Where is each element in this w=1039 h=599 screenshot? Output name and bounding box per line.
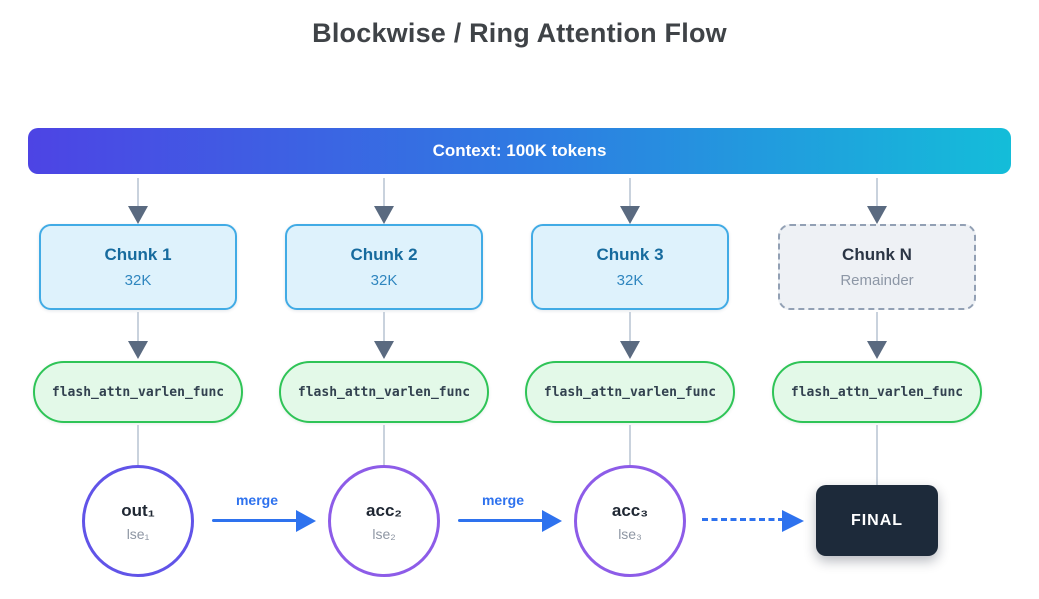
output-node-out1: out₁ lse₁ (82, 465, 194, 577)
kernel-node: flash_attn_varlen_func (772, 361, 982, 423)
connector-line (876, 178, 878, 207)
chunk-subtitle: 32K (616, 272, 644, 289)
column-chunk-2: Chunk 2 32K flash_attn_varlen_func acc₂ … (279, 178, 489, 598)
context-bar: Context: 100K tokens (28, 128, 1011, 174)
arrow-line (458, 519, 544, 522)
connector-line (629, 425, 631, 465)
connector-line (383, 178, 385, 207)
output-title: acc₃ (611, 500, 649, 520)
connector-line (137, 178, 139, 207)
column-chunk-3: Chunk 3 32K flash_attn_varlen_func acc₃ … (525, 178, 735, 598)
chunk-n-node: Chunk N Remainder (778, 224, 976, 310)
arrow-down-icon (128, 206, 148, 224)
connector-line (383, 425, 385, 465)
output-subtitle: lse₂ (372, 525, 396, 542)
chunk-subtitle: Remainder (840, 272, 914, 289)
arrow-down-icon (374, 341, 394, 359)
final-label: FINAL (850, 511, 904, 529)
chunk-subtitle: 32K (124, 272, 152, 289)
arrow-right-icon (782, 510, 804, 532)
arrow-down-icon (620, 206, 640, 224)
chunk-1-node: Chunk 1 32K (39, 224, 237, 310)
merge-label: merge (235, 492, 279, 508)
chunk-title: Chunk N (842, 245, 912, 264)
connector-line (876, 425, 878, 485)
connector-line (383, 312, 385, 342)
dashed-arrow-line (702, 518, 784, 521)
arrow-down-icon (867, 341, 887, 359)
merge-label: merge (481, 492, 525, 508)
kernel-label: flash_attn_varlen_func (51, 384, 225, 400)
kernel-label: flash_attn_varlen_func (297, 384, 471, 400)
arrow-down-icon (620, 341, 640, 359)
kernel-label: flash_attn_varlen_func (543, 384, 717, 400)
output-subtitle: lse₃ (618, 525, 642, 542)
context-bar-label: Context: 100K tokens (432, 141, 607, 160)
final-node: FINAL (816, 485, 938, 556)
arrow-line (212, 519, 298, 522)
output-node-acc3: acc₃ lse₃ (574, 465, 686, 577)
connector-line (629, 178, 631, 207)
output-title: out₁ (121, 500, 155, 520)
connector-line (137, 425, 139, 465)
kernel-node: flash_attn_varlen_func (279, 361, 489, 423)
kernel-node: flash_attn_varlen_func (33, 361, 243, 423)
column-chunk-n: Chunk N Remainder flash_attn_varlen_func… (772, 178, 982, 598)
kernel-node: flash_attn_varlen_func (525, 361, 735, 423)
column-chunk-1: Chunk 1 32K flash_attn_varlen_func out₁ … (33, 178, 243, 598)
output-title: acc₂ (366, 500, 402, 520)
arrow-down-icon (374, 206, 394, 224)
arrow-down-icon (867, 206, 887, 224)
chunk-title: Chunk 2 (350, 245, 418, 264)
output-subtitle: lse₁ (126, 525, 150, 542)
diagram-title: Blockwise / Ring Attention Flow (312, 18, 727, 48)
chunk-3-node: Chunk 3 32K (531, 224, 729, 310)
arrow-down-icon (128, 341, 148, 359)
chunk-title: Chunk 1 (104, 245, 172, 264)
chunk-2-node: Chunk 2 32K (285, 224, 483, 310)
kernel-label: flash_attn_varlen_func (790, 384, 964, 400)
connector-line (137, 312, 139, 342)
arrow-right-icon (542, 510, 562, 532)
chunk-subtitle: 32K (370, 272, 398, 289)
connector-line (876, 312, 878, 342)
connector-line (629, 312, 631, 342)
arrow-right-icon (296, 510, 316, 532)
chunk-title: Chunk 3 (596, 245, 664, 264)
output-node-acc2: acc₂ lse₂ (328, 465, 440, 577)
